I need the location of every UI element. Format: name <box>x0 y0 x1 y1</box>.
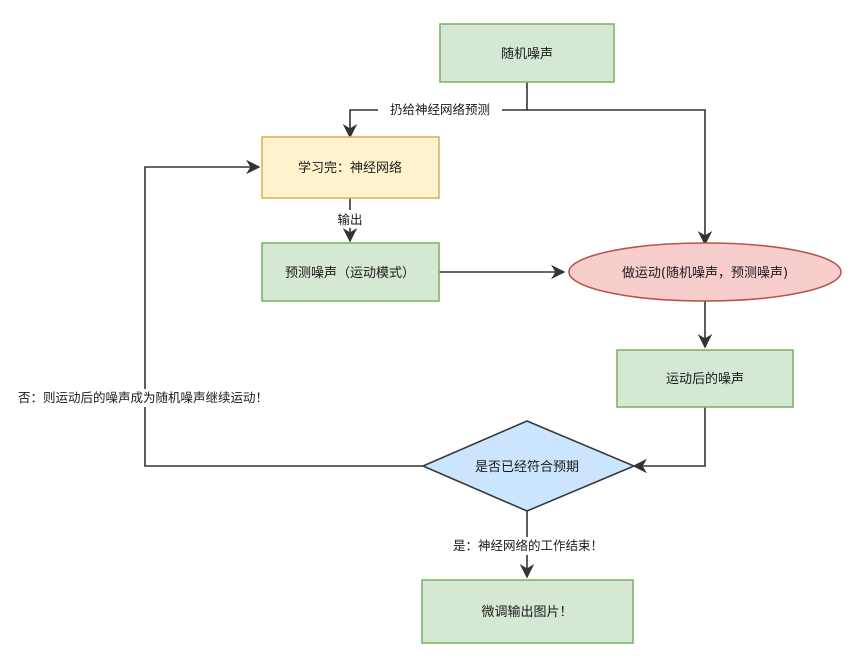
edge-label-throw-to-net: 扔给神经网络预测 <box>390 102 490 117</box>
node-do-motion[interactable]: 做运动(随机噪声，预测噪声) <box>568 242 842 302</box>
edge-label-bg <box>447 537 609 555</box>
node-predicted-noise[interactable]: 预测噪声（运动模式） <box>261 242 440 302</box>
edge-noise-to-motion <box>527 109 713 246</box>
node-learned-net[interactable]: 学习完：神经网络 <box>261 136 440 199</box>
edge-label-yes-done: 是：神经网络的工作结束！ <box>453 538 603 553</box>
node-noise-after-label: 运动后的噪声 <box>666 371 744 387</box>
edge-label-bg <box>334 210 366 228</box>
node-predicted-noise-label: 预测噪声（运动模式） <box>285 266 415 281</box>
edge-label-bg <box>12 389 274 407</box>
node-noise-after[interactable]: 运动后的噪声 <box>616 349 794 408</box>
node-output-image-label: 微调输出图片！ <box>481 604 572 620</box>
edge-label-no-loop: 否：则运动后的噪声成为随机噪声继续运动！ <box>18 390 268 405</box>
edge-label-output: 输出 <box>337 212 362 227</box>
node-random-noise[interactable]: 随机噪声 <box>439 23 615 83</box>
edge-after-to-decision <box>632 407 706 474</box>
node-output-image[interactable]: 微调输出图片！ <box>421 579 634 644</box>
node-random-noise-label: 随机噪声 <box>501 47 553 62</box>
node-learned-net-label: 学习完：神经网络 <box>298 160 402 176</box>
edge-label-bg <box>378 101 502 119</box>
edge-decision-no-loop <box>144 159 423 467</box>
node-decision[interactable]: 是否已经符合预期 <box>420 420 637 512</box>
node-do-motion-label: 做运动(随机噪声，预测噪声) <box>622 266 788 281</box>
node-decision-label: 是否已经符合预期 <box>475 459 579 475</box>
